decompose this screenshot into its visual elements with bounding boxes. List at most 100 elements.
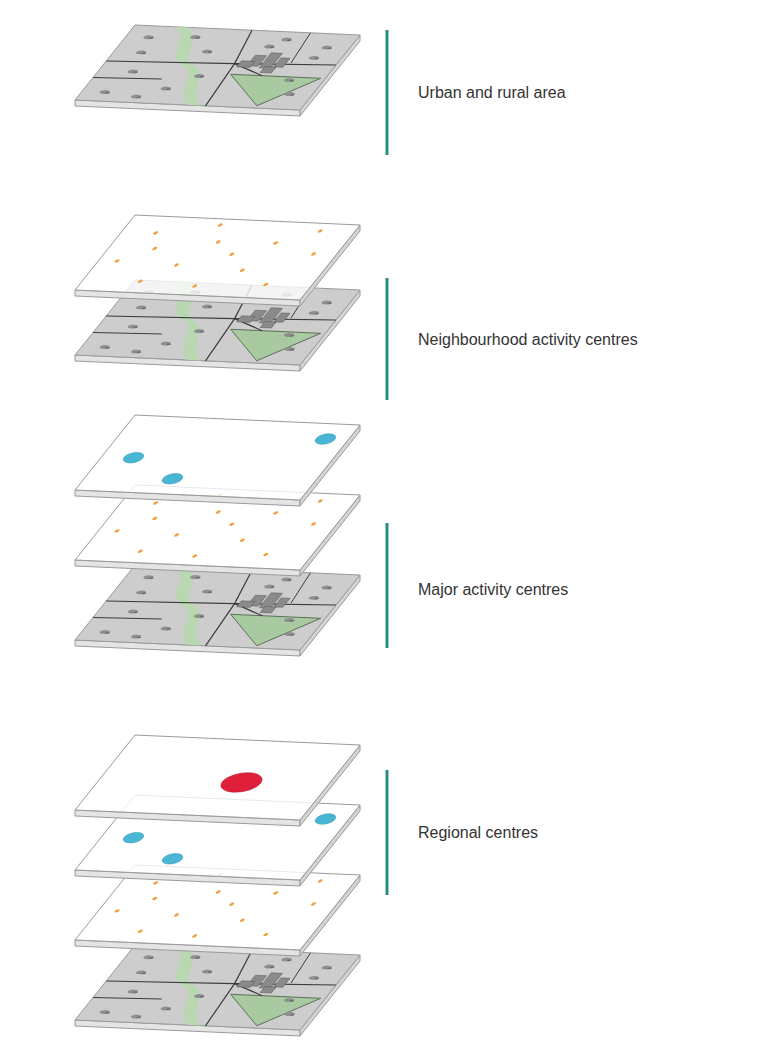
neighbourhood-centre-dot — [228, 903, 235, 906]
neighbourhood-centre-dot — [114, 909, 121, 912]
map-line — [192, 570, 266, 646]
neighbourhood-centre-dot — [310, 522, 317, 525]
plate-content — [75, 565, 360, 650]
settlement-dot — [195, 37, 201, 39]
settlement-dot — [126, 324, 139, 328]
settlement-dot — [130, 634, 143, 638]
neighbourhood-centre-dot — [114, 529, 121, 532]
building — [274, 58, 290, 67]
neighbourhood-centre-dot — [137, 550, 144, 553]
building — [237, 981, 255, 988]
settlement-dot — [159, 341, 172, 345]
settlement-dot — [199, 76, 205, 78]
river — [116, 27, 262, 106]
major-centre-dot — [312, 813, 339, 824]
neighbourhood-centre-dot — [262, 553, 269, 556]
map-line — [106, 595, 336, 611]
layer-label: Major activity centres — [418, 580, 568, 600]
settlement-dot — [207, 306, 213, 308]
settlement-dot — [269, 586, 275, 588]
settlement-dot — [307, 56, 320, 60]
building — [237, 601, 255, 608]
neighbourhood-centre-dot — [317, 879, 324, 882]
settlement-dot — [98, 1010, 111, 1014]
settlement-dot — [148, 957, 154, 959]
settlement-dot — [314, 598, 320, 600]
settlement-dot — [269, 46, 275, 48]
neighbourhood-centre-dot — [215, 890, 222, 893]
building — [274, 598, 290, 607]
settlement-dot — [280, 37, 293, 41]
settlement-dot — [201, 589, 214, 593]
settlement-dot — [283, 347, 296, 351]
plate-content — [75, 945, 360, 1030]
settlement-dot — [320, 585, 333, 589]
settlement-dot — [289, 620, 295, 622]
settlement-dot — [166, 88, 172, 90]
neighbourhood-centre-dot — [228, 523, 235, 526]
settlement-dot — [195, 957, 201, 959]
neighbourhood-centre-dot — [151, 247, 158, 250]
settlement-dot — [130, 1014, 143, 1018]
settlement-dot — [314, 58, 320, 60]
settlement-dot — [283, 78, 296, 82]
divider-line — [386, 30, 389, 155]
map-line — [93, 996, 162, 1001]
neighbourhood-centre-dot — [152, 501, 159, 504]
major-centre-dot — [159, 853, 186, 864]
settlement-dot — [136, 351, 142, 353]
map-line — [192, 30, 266, 106]
river — [116, 567, 262, 646]
neighbourhood-centre-dot — [137, 930, 144, 933]
neighbourhood-centre-dot — [317, 499, 324, 502]
neighbourhood-centre-dot — [191, 554, 198, 557]
settlement-dot — [135, 970, 148, 974]
neighbourhood-centre-dot — [173, 913, 180, 916]
settlement-dot — [283, 1012, 296, 1016]
neighbourhood-centre-dot — [152, 231, 159, 234]
neighbourhood-centre-dot — [310, 902, 317, 905]
major-centre-dot — [312, 433, 339, 444]
building — [260, 607, 276, 614]
divider-line — [386, 278, 389, 400]
settlement-dot — [263, 44, 276, 48]
neighbourhood-centre-dot — [215, 240, 222, 243]
settlement-dot — [98, 345, 111, 349]
settlement-dot — [307, 311, 320, 315]
settlement-dot — [159, 86, 172, 90]
building — [237, 316, 255, 323]
neighbourhood-centre-dot — [191, 284, 198, 287]
settlement-dot — [195, 577, 201, 579]
neighbourhood-centre-dot — [272, 241, 279, 244]
settlement-dot — [130, 94, 143, 98]
settlement-dot — [327, 302, 333, 304]
major-centre-dot — [120, 452, 147, 463]
settlement-dot — [199, 616, 205, 618]
settlement-dot — [141, 972, 147, 974]
neighbourhood-centre-dot — [114, 259, 121, 262]
settlement-dot — [133, 991, 139, 993]
neighbourhood-centre-dot — [217, 223, 224, 226]
plate-top — [75, 25, 360, 110]
settlement-dot — [286, 959, 292, 961]
neighbourhood-centre-dot — [262, 283, 269, 286]
plate-top — [75, 865, 360, 950]
settlement-dot — [289, 1000, 295, 1002]
neighbourhood-centre-dot — [239, 269, 246, 272]
building — [260, 67, 276, 74]
divider-line — [386, 770, 389, 895]
settlement-dot — [314, 313, 320, 315]
settlement-dot — [135, 305, 148, 309]
settlement-dot — [201, 969, 214, 973]
settlement-dot — [269, 966, 275, 968]
neighbourhood-centre-dot — [239, 919, 246, 922]
map-line — [106, 55, 336, 71]
building — [237, 61, 255, 68]
settlement-dot — [289, 94, 295, 96]
map-line — [93, 616, 162, 621]
settlement-dot — [148, 577, 154, 579]
settlement-dot — [126, 69, 139, 73]
neighbourhood-centre-dot — [272, 891, 279, 894]
regional-centre-dot — [215, 772, 269, 793]
